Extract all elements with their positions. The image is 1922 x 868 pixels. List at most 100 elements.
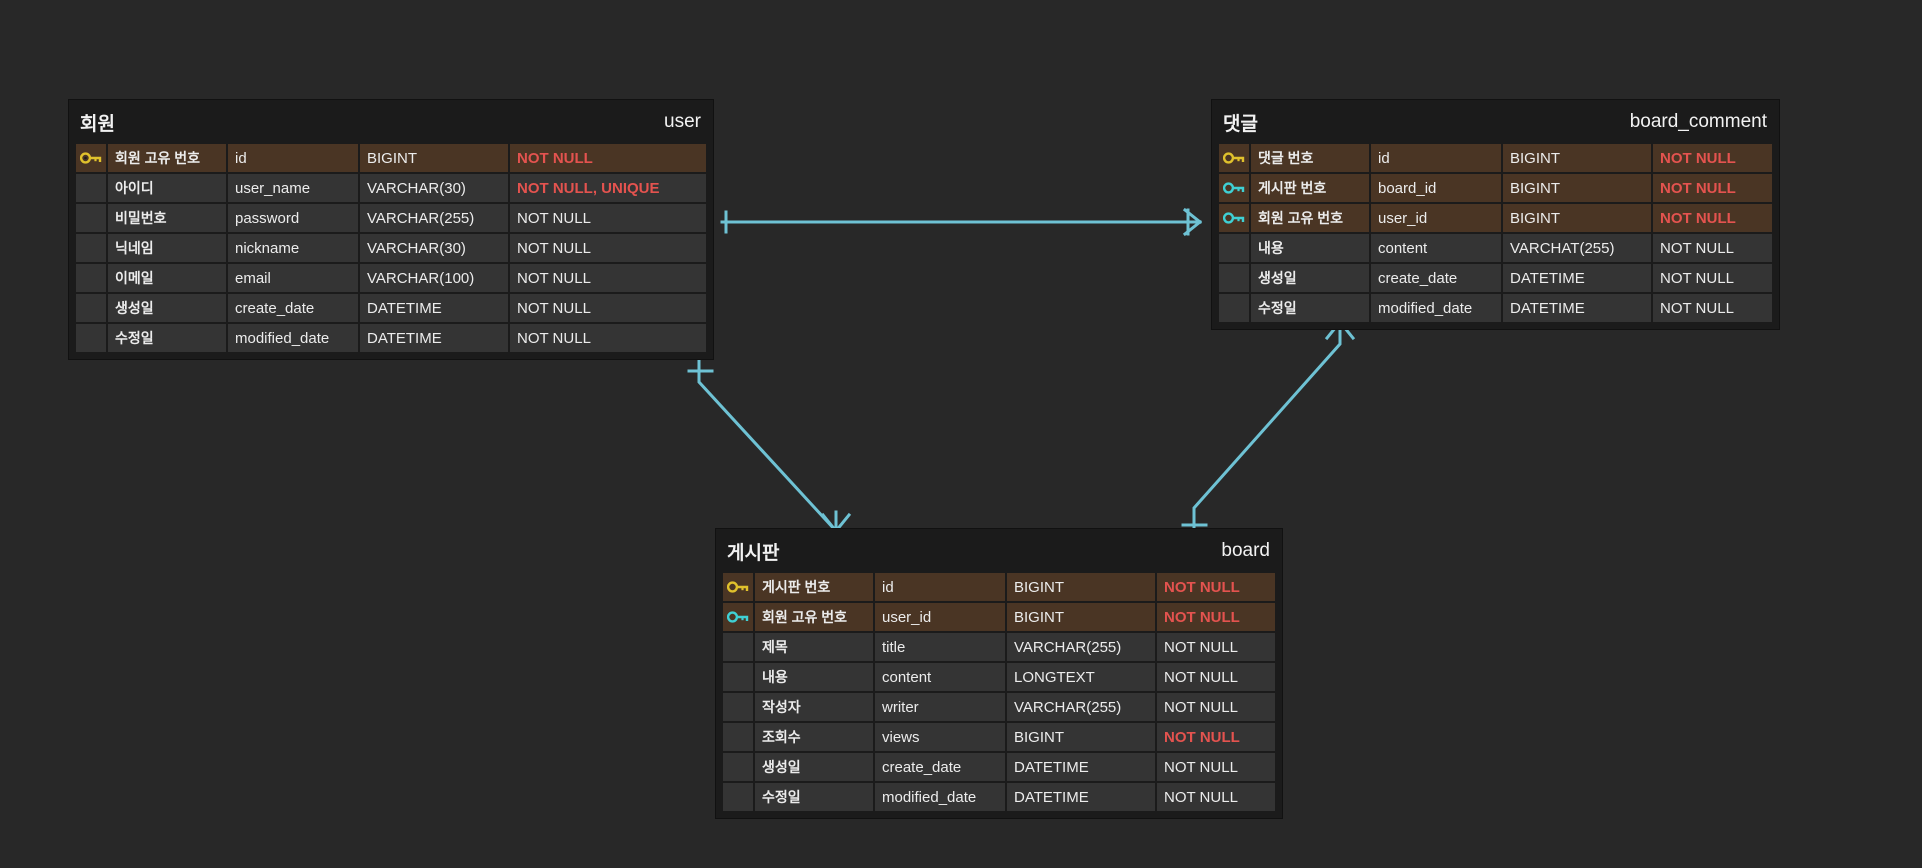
- column-type: VARCHAR(30): [360, 234, 508, 262]
- entity-board-comment-physical-name: board_comment: [1629, 111, 1767, 132]
- column-type: VARCHAT(255): [1503, 234, 1651, 262]
- column-constraint: NOT NULL: [510, 264, 706, 292]
- column-type: BIGINT: [1007, 723, 1155, 751]
- column-constraint: NOT NULL: [1157, 633, 1275, 661]
- column-physical-name: nickname: [228, 234, 358, 262]
- key-icon: [727, 581, 749, 593]
- column-constraint: NOT NULL: [510, 324, 706, 352]
- column-logical-name: 내용: [755, 663, 873, 691]
- column-type: DATETIME: [360, 294, 508, 322]
- column-logical-name: 제목: [755, 633, 873, 661]
- foreign-key-icon: [723, 603, 753, 631]
- column-type: LONGTEXT: [1007, 663, 1155, 691]
- column-constraint: NOT NULL: [1653, 264, 1772, 292]
- table-row[interactable]: 회원 고유 번호 user_id BIGINT NOT NULL: [723, 603, 1275, 631]
- relationship-user-to-board[interactable]: [687, 356, 852, 534]
- primary-key-icon: [723, 573, 753, 601]
- table-row[interactable]: 생성일 create_date DATETIME NOT NULL: [1219, 264, 1772, 292]
- column-physical-name: board_id: [1371, 174, 1501, 202]
- entity-board[interactable]: 게시판 board 게시판 번호 id BIGINT NOT NULL: [716, 529, 1282, 818]
- key-icon: [727, 611, 749, 623]
- column-constraint: NOT NULL: [510, 234, 706, 262]
- no-key-cell: [76, 234, 106, 262]
- table-row[interactable]: 내용 content LONGTEXT NOT NULL: [723, 663, 1275, 691]
- table-row[interactable]: 닉네임 nickname VARCHAR(30) NOT NULL: [76, 234, 706, 262]
- table-row[interactable]: 게시판 번호 board_id BIGINT NOT NULL: [1219, 174, 1772, 202]
- table-row[interactable]: 비밀번호 password VARCHAR(255) NOT NULL: [76, 204, 706, 232]
- column-type: DATETIME: [1503, 294, 1651, 322]
- column-constraint: NOT NULL: [1157, 573, 1275, 601]
- entity-board-comment[interactable]: 댓글 board_comment 댓글 번호 id BIGINT NOT NUL…: [1212, 100, 1779, 329]
- table-row[interactable]: 게시판 번호 id BIGINT NOT NULL: [723, 573, 1275, 601]
- table-row[interactable]: 생성일 create_date DATETIME NOT NULL: [723, 753, 1275, 781]
- entity-board-comment-logical-name: 댓글: [1223, 113, 1258, 135]
- entity-board-comment-columns: 댓글 번호 id BIGINT NOT NULL 게시판 번호 board_id…: [1212, 144, 1779, 322]
- column-type: VARCHAR(255): [360, 204, 508, 232]
- column-physical-name: user_id: [875, 603, 1005, 631]
- column-logical-name: 비밀번호: [108, 204, 226, 232]
- table-row[interactable]: 댓글 번호 id BIGINT NOT NULL: [1219, 144, 1772, 172]
- column-constraint: NOT NULL: [1157, 723, 1275, 751]
- column-physical-name: create_date: [875, 753, 1005, 781]
- column-logical-name: 회원 고유 번호: [1251, 204, 1369, 232]
- column-logical-name: 수정일: [1251, 294, 1369, 322]
- column-logical-name: 댓글 번호: [1251, 144, 1369, 172]
- column-physical-name: id: [875, 573, 1005, 601]
- no-key-cell: [1219, 234, 1249, 262]
- column-constraint: NOT NULL: [1157, 783, 1275, 811]
- table-row[interactable]: 조회수 views BIGINT NOT NULL: [723, 723, 1275, 751]
- table-row[interactable]: 생성일 create_date DATETIME NOT NULL: [76, 294, 706, 322]
- no-key-cell: [76, 294, 106, 322]
- column-physical-name: modified_date: [228, 324, 358, 352]
- entity-board-logical-name: 게시판: [727, 542, 780, 564]
- column-physical-name: modified_date: [1371, 294, 1501, 322]
- table-row[interactable]: 회원 고유 번호 user_id BIGINT NOT NULL: [1219, 204, 1772, 232]
- entity-user[interactable]: 회원 user 회원 고유 번호 id BIGINT NOT NULL: [69, 100, 713, 359]
- key-icon: [1223, 152, 1245, 164]
- column-logical-name: 이메일: [108, 264, 226, 292]
- no-key-cell: [1219, 264, 1249, 292]
- column-constraint: NOT NULL: [1653, 144, 1772, 172]
- column-physical-name: title: [875, 633, 1005, 661]
- relationship-board-to-board-comment[interactable]: [1181, 319, 1356, 533]
- table-row[interactable]: 이메일 email VARCHAR(100) NOT NULL: [76, 264, 706, 292]
- column-physical-name: create_date: [228, 294, 358, 322]
- column-logical-name: 닉네임: [108, 234, 226, 262]
- column-logical-name: 게시판 번호: [755, 573, 873, 601]
- column-logical-name: 내용: [1251, 234, 1369, 262]
- entity-board-comment-header: 댓글 board_comment: [1212, 100, 1779, 144]
- foreign-key-icon: [1219, 174, 1249, 202]
- column-logical-name: 회원 고유 번호: [755, 603, 873, 631]
- table-row[interactable]: 수정일 modified_date DATETIME NOT NULL: [76, 324, 706, 352]
- column-logical-name: 수정일: [755, 783, 873, 811]
- table-row[interactable]: 작성자 writer VARCHAR(255) NOT NULL: [723, 693, 1275, 721]
- relationship-user-to-board-comment[interactable]: [720, 207, 1203, 237]
- no-key-cell: [723, 663, 753, 691]
- column-constraint: NOT NULL: [1653, 174, 1772, 202]
- key-icon: [80, 152, 102, 164]
- column-logical-name: 생성일: [108, 294, 226, 322]
- column-constraint: NOT NULL: [1653, 234, 1772, 262]
- table-row[interactable]: 수정일 modified_date DATETIME NOT NULL: [1219, 294, 1772, 322]
- column-physical-name: password: [228, 204, 358, 232]
- column-physical-name: id: [1371, 144, 1501, 172]
- column-physical-name: user_id: [1371, 204, 1501, 232]
- column-type: BIGINT: [1503, 204, 1651, 232]
- table-row[interactable]: 수정일 modified_date DATETIME NOT NULL: [723, 783, 1275, 811]
- column-type: DATETIME: [1007, 783, 1155, 811]
- column-physical-name: content: [875, 663, 1005, 691]
- column-logical-name: 게시판 번호: [1251, 174, 1369, 202]
- column-type: BIGINT: [1503, 174, 1651, 202]
- no-key-cell: [723, 753, 753, 781]
- column-logical-name: 수정일: [108, 324, 226, 352]
- column-type: BIGINT: [1007, 573, 1155, 601]
- table-row[interactable]: 내용 content VARCHAT(255) NOT NULL: [1219, 234, 1772, 262]
- table-row[interactable]: 아이디 user_name VARCHAR(30) NOT NULL, UNIQ…: [76, 174, 706, 202]
- table-row[interactable]: 제목 title VARCHAR(255) NOT NULL: [723, 633, 1275, 661]
- column-physical-name: create_date: [1371, 264, 1501, 292]
- table-row[interactable]: 회원 고유 번호 id BIGINT NOT NULL: [76, 144, 706, 172]
- primary-key-icon: [76, 144, 106, 172]
- key-icon: [1223, 182, 1245, 194]
- no-key-cell: [1219, 294, 1249, 322]
